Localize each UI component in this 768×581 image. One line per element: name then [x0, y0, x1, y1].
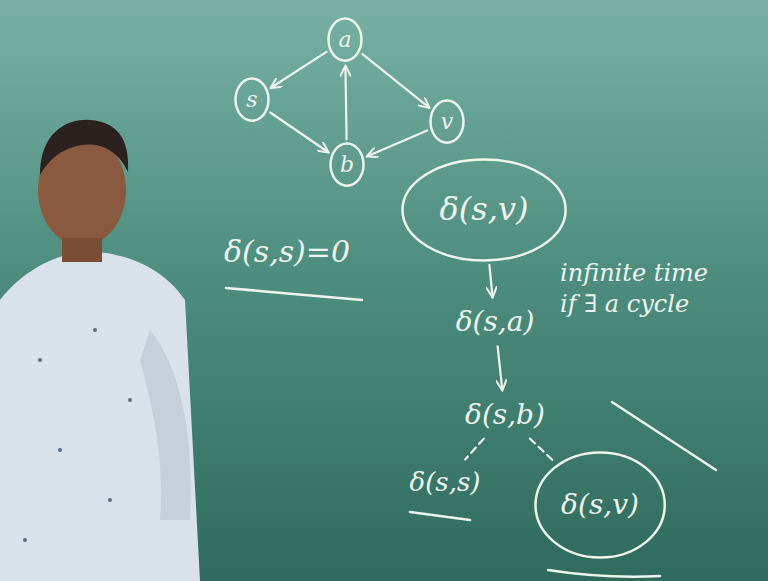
graph-vertex: v	[429, 99, 465, 144]
node-text: s	[246, 88, 257, 112]
chalk-underline	[612, 402, 716, 470]
node-text: δ(s,a)	[456, 307, 535, 338]
node-text: δ(s,s)	[410, 468, 481, 497]
chalk-underline	[226, 288, 362, 300]
node-text: δ(s,v)	[561, 490, 639, 521]
node-text: a	[338, 28, 351, 52]
connector-arrow	[530, 438, 555, 462]
lecturer-arm	[140, 330, 191, 520]
subproblem-term: δ(s,a)	[450, 301, 541, 344]
node-text: b	[340, 153, 354, 177]
graph-vertex: a	[327, 17, 363, 62]
graph-vertex: b	[329, 142, 365, 187]
subproblem-term: δ(s,b)	[459, 394, 551, 437]
repeat-circle: δ(s,v)	[534, 451, 666, 559]
node-text: δ(s,v)	[440, 192, 529, 227]
lecturer-hair	[40, 120, 128, 175]
node-outline	[535, 453, 664, 558]
node-outline	[402, 160, 565, 261]
node-text: δ(s,b)	[465, 400, 545, 431]
connector-arrow	[367, 131, 427, 157]
chalk-underline	[410, 512, 470, 520]
connector-arrow	[498, 346, 503, 390]
node-outline	[431, 101, 464, 143]
connector-arrow	[271, 52, 327, 88]
node-outline	[331, 144, 364, 186]
base-case-note: δ(s,s)=0	[224, 232, 394, 271]
connector-arrow	[465, 439, 484, 460]
node-outline	[236, 79, 269, 121]
cycle-note: infinite time if ∃ a cycle	[560, 258, 710, 320]
connector-arrow	[345, 66, 346, 140]
graph-vertex: s	[234, 77, 270, 122]
goal-oval: δ(s,v)	[401, 158, 567, 262]
chalk-underline	[548, 570, 660, 577]
lecturer-figure	[0, 120, 200, 581]
connector-arrow	[489, 265, 492, 298]
lecturer-shirt	[0, 252, 200, 581]
node-outline	[329, 19, 362, 61]
node-text: v	[441, 110, 453, 134]
connector-arrow	[363, 54, 430, 108]
connector-arrow	[270, 113, 328, 153]
lecturer-neck	[62, 238, 102, 262]
subproblem-term: δ(s,s)	[404, 462, 487, 503]
